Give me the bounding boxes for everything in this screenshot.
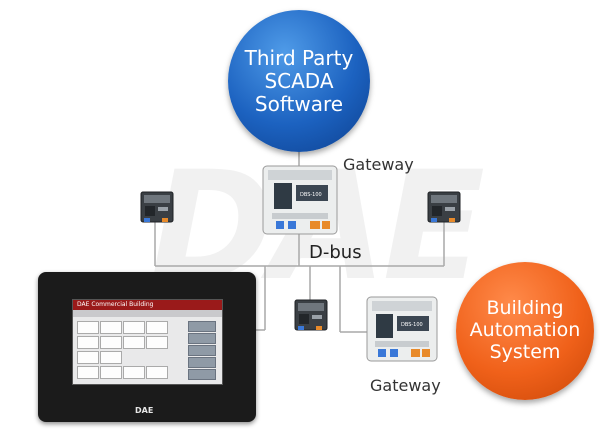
svg-text:DBS-100: DBS-100: [300, 192, 322, 198]
scada-line-3: Software: [254, 91, 344, 116]
bas-line-1: Building: [486, 297, 564, 320]
hmi-button: [123, 366, 145, 379]
gateway-bottom-label: Gateway: [370, 376, 441, 395]
bus-device-right: [427, 191, 461, 223]
hmi-title-bar: DAE Commercial Building: [73, 300, 222, 310]
hmi-button: [146, 321, 168, 334]
hmi-button: [77, 366, 99, 379]
hmi-button: [77, 351, 99, 364]
hmi-button: [100, 336, 122, 349]
hmi-button: [123, 336, 145, 349]
hmi-tab-strip: [73, 310, 222, 317]
d-bus-label: D-bus: [309, 242, 362, 263]
hmi-side-button: [188, 321, 216, 332]
scada-software-node: Third Party SCADA Software: [228, 10, 370, 152]
hmi-screen: DAE Commercial Building: [72, 299, 223, 385]
hmi-button: [100, 351, 122, 364]
hmi-button: [100, 366, 122, 379]
gateway-top-device: DBS-100: [262, 165, 338, 235]
hmi-logo: DAE: [135, 406, 154, 415]
hmi-side-button: [188, 345, 216, 356]
hmi-button: [123, 321, 145, 334]
gateway-bottom-device: DBS-100: [366, 296, 438, 362]
hmi-touch-panel: DAE Commercial Building DAE: [38, 272, 256, 422]
building-automation-system-node: Building Automation System: [456, 262, 594, 400]
hmi-button: [146, 336, 168, 349]
bus-device-middle: [294, 299, 328, 331]
gateway-top-label: Gateway: [343, 155, 414, 174]
svg-text:DBS-100: DBS-100: [401, 322, 423, 328]
hmi-button: [146, 366, 168, 379]
hmi-button: [77, 321, 99, 334]
bas-line-2: Automation: [469, 319, 581, 342]
hmi-side-button: [188, 333, 216, 344]
scada-line-2: SCADA: [264, 68, 334, 93]
hmi-side-button: [188, 357, 216, 368]
scada-line-1: Third Party: [244, 45, 354, 70]
hmi-button: [77, 336, 99, 349]
bas-line-3: System: [489, 340, 561, 363]
hmi-button: [100, 321, 122, 334]
hmi-side-button: [188, 369, 216, 380]
bus-device-left: [140, 191, 174, 223]
